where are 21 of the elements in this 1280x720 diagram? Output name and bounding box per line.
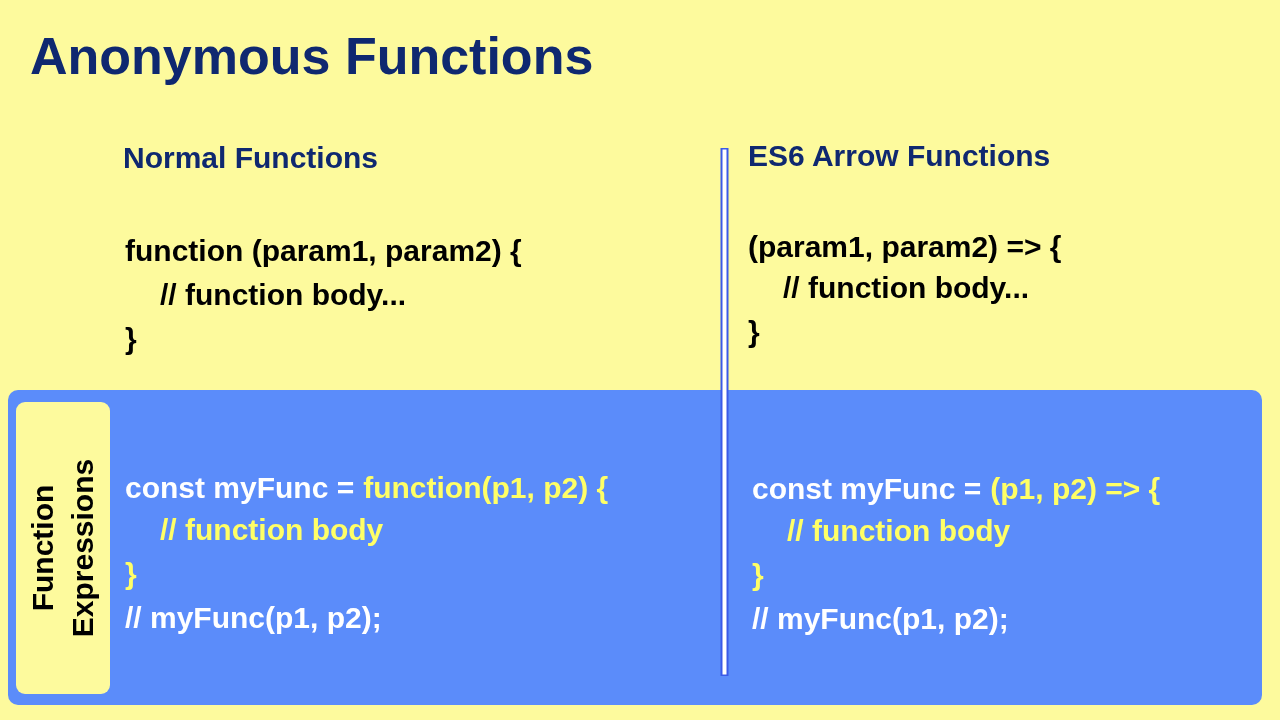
code-line: // function body...	[783, 270, 1030, 306]
code-line: function(p1, p2) {	[363, 470, 609, 506]
code-line: (param1, param2) => {	[748, 229, 1062, 265]
code-line: // myFunc(p1, p2);	[752, 601, 1009, 637]
code-line: }	[125, 556, 137, 592]
column-heading: ES6 Arrow Functions	[748, 138, 1051, 174]
code-line: }	[125, 321, 137, 357]
code-line: // function body...	[160, 277, 407, 313]
code-line: (p1, p2) => {	[990, 471, 1161, 507]
code-line: // myFunc(p1, p2);	[125, 600, 382, 636]
code-line: }	[752, 557, 764, 593]
panel-background	[8, 390, 1262, 705]
code-line: const myFunc =	[752, 471, 982, 507]
code-line: const myFunc =	[125, 470, 355, 506]
code-line: // function body	[787, 513, 1011, 549]
column-heading: Normal Functions	[123, 140, 378, 176]
code-line: function (param1, param2) {	[125, 233, 522, 269]
code-line: // function body	[160, 512, 384, 548]
slide-title: Anonymous Functions	[30, 26, 594, 86]
code-line: }	[748, 314, 760, 350]
row-label: Function Expressions	[16, 402, 110, 694]
